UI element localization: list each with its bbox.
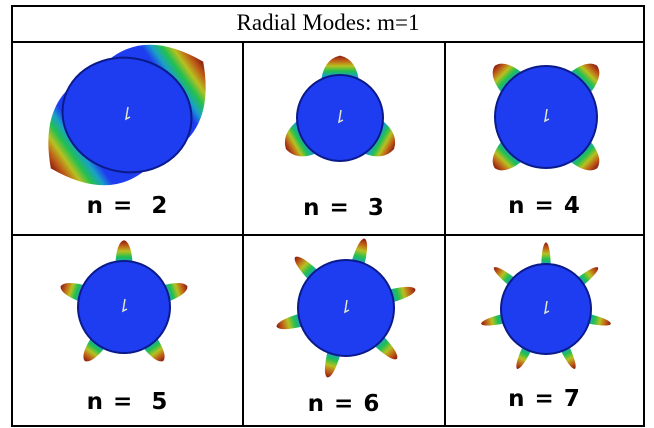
mode-cell-n4: n = 4 [446, 43, 643, 234]
mode-label-n7: n = 7 [508, 386, 581, 412]
mode-shape-n6 [276, 238, 416, 378]
mode-shape-n3 [284, 55, 396, 162]
mode-label-n2: n = 2 [86, 193, 169, 219]
center-marker [544, 300, 550, 315]
center-marker [338, 109, 344, 124]
mode-label-n3: n = 3 [303, 195, 385, 221]
mode-shape-n7 [481, 242, 611, 370]
center-marker [544, 108, 550, 123]
table-title: Radial Modes: m=1 [11, 5, 645, 43]
mode-lobe [541, 242, 551, 269]
mode-lobe [115, 240, 133, 267]
mode-label-n5: n = 5 [86, 389, 169, 415]
center-marker [344, 299, 350, 314]
mode-cell-n5: n = 5 [13, 236, 242, 425]
mode-shape-n4 [492, 63, 600, 171]
modes-table: Radial Modes: m=1 n = 2 n = 3 n = 4 n = … [11, 5, 645, 427]
mode-cell-n7: n = 7 [446, 236, 643, 425]
mode-cell-n3: n = 3 [244, 43, 444, 234]
mode-shape-n2 [48, 44, 206, 186]
row-divider [11, 234, 645, 236]
mode-shape-n5 [60, 240, 188, 362]
center-marker [122, 298, 128, 313]
center-marker [125, 106, 131, 121]
mode-cell-n6: n = 6 [244, 236, 444, 425]
mode-cell-n2: n = 2 [13, 43, 242, 234]
mode-label-n6: n = 6 [307, 391, 381, 417]
table-border [11, 5, 645, 427]
mode-label-n4: n = 4 [508, 193, 581, 219]
